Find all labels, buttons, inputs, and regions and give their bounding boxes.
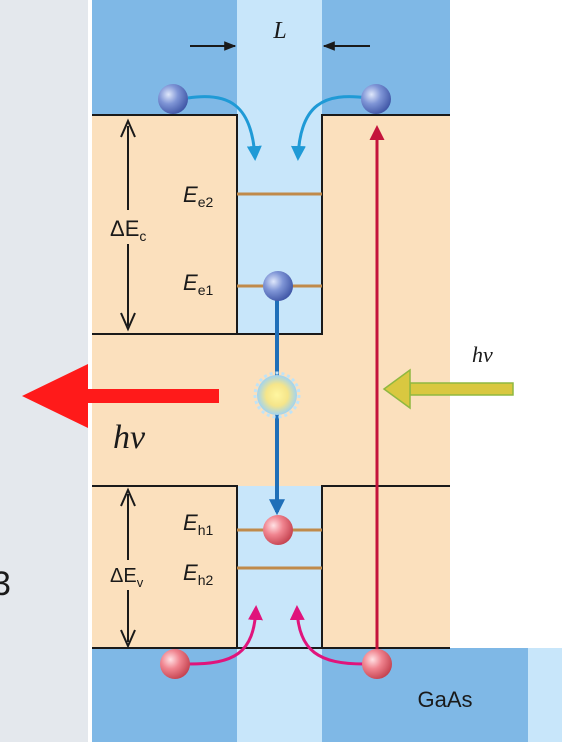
valence-band-edge [528, 648, 562, 742]
emitted-photon-arrow [22, 364, 219, 428]
level-e1-label: Ee1 [183, 270, 213, 298]
emitted-photon-label: hν [113, 419, 146, 456]
conduction-offset-label: ΔEc [110, 216, 146, 244]
valence-offset-tip-top [120, 487, 136, 507]
electron-capture-arrow-left [187, 95, 262, 161]
material-label: GaAs [417, 687, 472, 712]
electron-right [361, 84, 391, 114]
level-e2-label: Ee2 [183, 182, 213, 210]
valence-offset-label: ΔEv [110, 565, 144, 590]
right-white-area [450, 0, 562, 742]
well-width-label: L [272, 18, 286, 44]
incoming-photon-arrow [382, 368, 514, 410]
conduction-offset-tip-bottom [120, 312, 136, 332]
electron-left [158, 84, 188, 114]
hole-left [160, 649, 190, 679]
electron-e1 [263, 271, 293, 301]
hole-h1 [263, 515, 293, 545]
valence-band-edge-line [92, 485, 450, 649]
conduction-band-edge-line [92, 114, 450, 335]
hole-capture-arrow-right [289, 605, 365, 666]
valence-offset-label-bg [108, 560, 156, 590]
left-gray-strip [0, 0, 88, 742]
hole-right [362, 649, 392, 679]
level-h2-label: Eh2 [183, 560, 213, 588]
electron-capture-arrow-right [290, 95, 369, 161]
conduction-offset-label-bg [108, 210, 156, 244]
side-digit: 3 [0, 565, 11, 603]
photon-burst-icon [253, 371, 301, 419]
level-h1-label: Eh1 [183, 510, 213, 538]
absorbed-photon-label: hν [472, 342, 493, 367]
conduction-offset-tip-top [120, 118, 136, 138]
valence-offset-tip-bottom [120, 629, 136, 649]
hole-capture-arrow-left [187, 605, 263, 666]
